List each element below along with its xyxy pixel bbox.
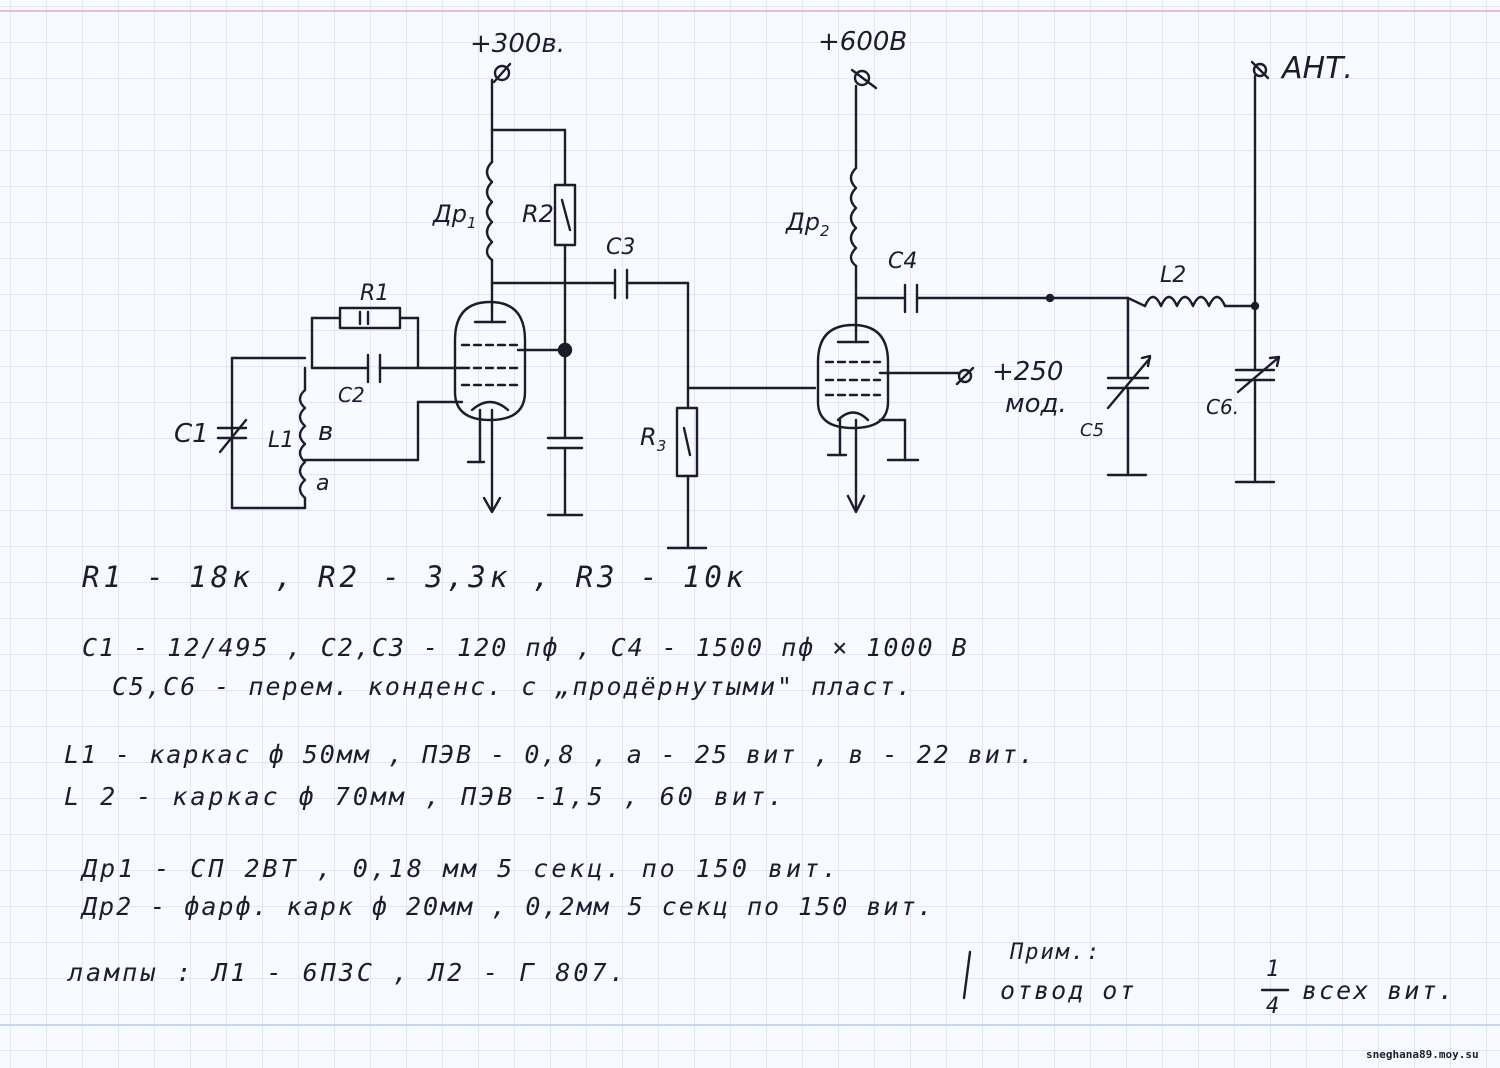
capacitor-c6-arrow xyxy=(1236,356,1280,394)
choke-dr1 xyxy=(485,160,494,262)
note-resistors: R1 - 18к , R2 - 3,3к , R3 - 10к xyxy=(82,560,748,594)
wire xyxy=(1126,296,1147,308)
vacuum-tube-l1 xyxy=(453,300,527,514)
label-tap-a: a xyxy=(316,471,329,496)
label-dr2: Др2 xyxy=(785,208,830,240)
note-remark-body: отвод от xyxy=(1000,976,1137,1005)
note-remark-fraction-num: 1 xyxy=(1266,957,1280,982)
label-600v: +600В xyxy=(818,27,907,57)
junction xyxy=(1045,293,1055,303)
label-c5: C5 xyxy=(1080,420,1104,441)
bottom-line xyxy=(0,1024,1500,1026)
label-mod-voltage: +250 xyxy=(992,357,1063,387)
supply-300v-terminal xyxy=(490,62,512,132)
choke-dr2 xyxy=(849,166,858,268)
label-r1: R1 xyxy=(360,281,389,306)
antenna-terminal xyxy=(1250,60,1270,80)
label-c6: C6. xyxy=(1206,395,1239,419)
note-l1: L1 - каркас ф 50мм , ПЭВ - 0,8 , a - 25 … xyxy=(64,740,1036,769)
note-remark-title: Прим.: xyxy=(1010,940,1102,965)
note-remark-fraction-den: 4 xyxy=(1266,994,1280,1019)
capacitor-c1-arrow xyxy=(218,418,248,454)
tank-coil-l1 xyxy=(298,388,307,500)
note-lamps: лампы : Л1 - 6П3С , Л2 - Г 807. xyxy=(68,958,628,987)
modulation-terminal xyxy=(955,366,975,386)
capacitor-c5-arrow xyxy=(1106,356,1152,410)
label-r3: R3 xyxy=(640,423,666,455)
margin-line xyxy=(0,10,1500,12)
vacuum-tube-l2 xyxy=(816,323,920,514)
supply-600v-terminal xyxy=(850,68,878,170)
label-antenna: АНТ. xyxy=(1280,51,1353,86)
resistor-r1 xyxy=(338,306,402,330)
label-dr1: Др1 xyxy=(432,200,477,232)
output-coil-l2 xyxy=(1143,295,1227,308)
label-l2: L2 xyxy=(1160,263,1186,288)
note-capacitors-2: C5,C6 - перем. конденс. с „продёрнутыми"… xyxy=(112,672,914,701)
label-r2: R2 xyxy=(522,200,554,228)
label-mod: мод. xyxy=(1005,389,1067,419)
label-c3: C3 xyxy=(606,235,635,260)
note-dr1: Др1 - СП 2ВТ , 0,18 мм 5 секц. по 150 ви… xyxy=(82,854,841,883)
note-l2: L 2 - каркас ф 70мм , ПЭВ -1,5 , 60 вит. xyxy=(64,782,787,811)
note-capacitors-1: C1 - 12/495 , C2,C3 - 120 пф , C4 - 1500… xyxy=(82,633,969,662)
plate-rail-300v xyxy=(490,128,567,187)
label-300v: +300в. xyxy=(470,29,565,59)
label-c4: C4 xyxy=(888,249,917,274)
label-tap-b: в xyxy=(318,417,333,447)
watermark: sneghana89.moy.su xyxy=(1366,1048,1479,1061)
label-c1: C1 xyxy=(174,419,209,449)
note-dr2: Др2 - фарф. карк ф 20мм , 0,2мм 5 секц п… xyxy=(82,892,935,921)
note-remark-tail: всех вит. xyxy=(1302,976,1456,1005)
remark-bracket xyxy=(962,950,972,1000)
label-l1: L1 xyxy=(268,428,294,453)
label-c2: C2 xyxy=(338,383,365,407)
